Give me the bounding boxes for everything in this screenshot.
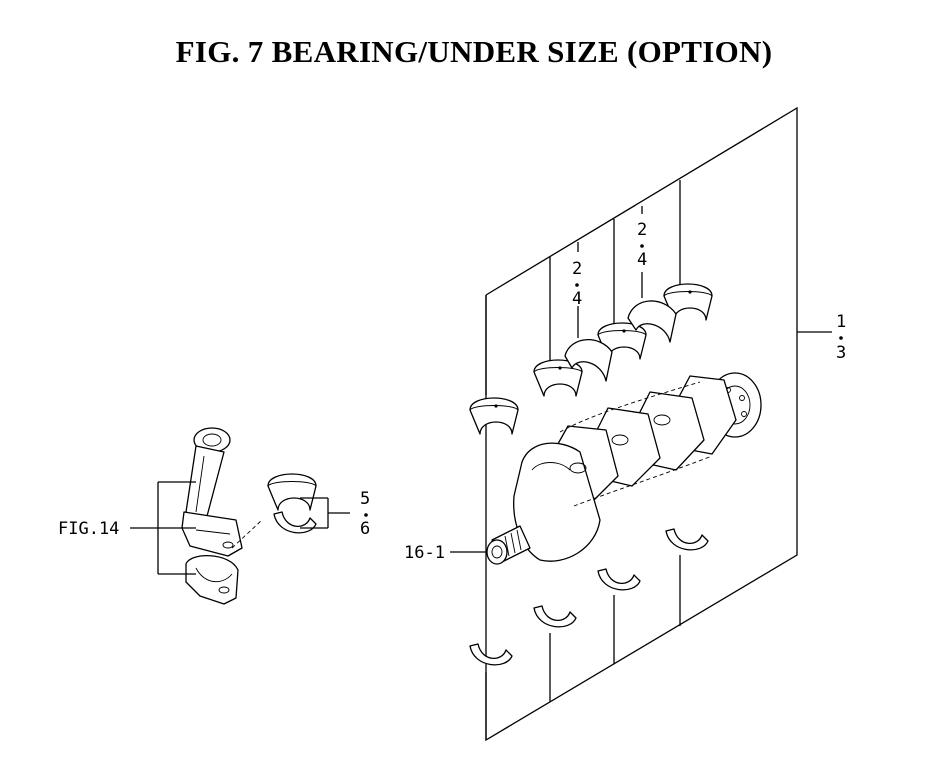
callout-label-fig14: FIG.14	[58, 519, 119, 539]
callout-label-2b: 2	[637, 220, 647, 240]
callout-label-6: 6	[360, 519, 370, 539]
crankshaft	[486, 372, 762, 565]
callout-label-5: 5	[360, 489, 370, 509]
thrust-washer-1	[564, 339, 613, 382]
callout-bracket-5-6	[300, 497, 350, 529]
callout-label-16-1: 16-1	[404, 543, 445, 563]
callout-dot-2-4b	[640, 244, 644, 248]
callout-label-2a: 2	[572, 259, 582, 279]
callout-dot-1-3	[839, 336, 843, 340]
upper-bearing-shell-1	[469, 397, 519, 435]
conrod-bearing-shell-upper	[267, 473, 317, 511]
conrod-bearing-shell-lower	[273, 511, 317, 534]
lower-bearing-shell-1	[469, 643, 513, 666]
thrust-washer-2	[627, 300, 677, 343]
callout-dot-5-6	[364, 513, 368, 517]
callout-label-4a: 4	[572, 289, 582, 309]
lower-bearing-shell-2	[533, 605, 577, 628]
connecting-rod-cap	[185, 554, 239, 605]
figure-title: FIG. 7 BEARING/UNDER SIZE (OPTION)	[175, 34, 773, 69]
callout-frame-1-3	[485, 106, 832, 742]
connecting-rod	[181, 427, 243, 557]
upper-bearing-shell-2	[533, 359, 583, 397]
lower-bearing-shell-4	[665, 528, 709, 551]
callout-bracket-fig14	[130, 481, 196, 575]
lower-bearing-shell-3	[597, 568, 641, 591]
callout-label-3: 3	[836, 343, 846, 363]
callout-label-1: 1	[836, 312, 846, 332]
upper-bearing-shell-4	[663, 283, 713, 321]
callout-label-4b: 4	[637, 250, 647, 270]
callout-dot-2-4a	[575, 283, 579, 287]
callout-leaders-2-4	[577, 206, 643, 338]
